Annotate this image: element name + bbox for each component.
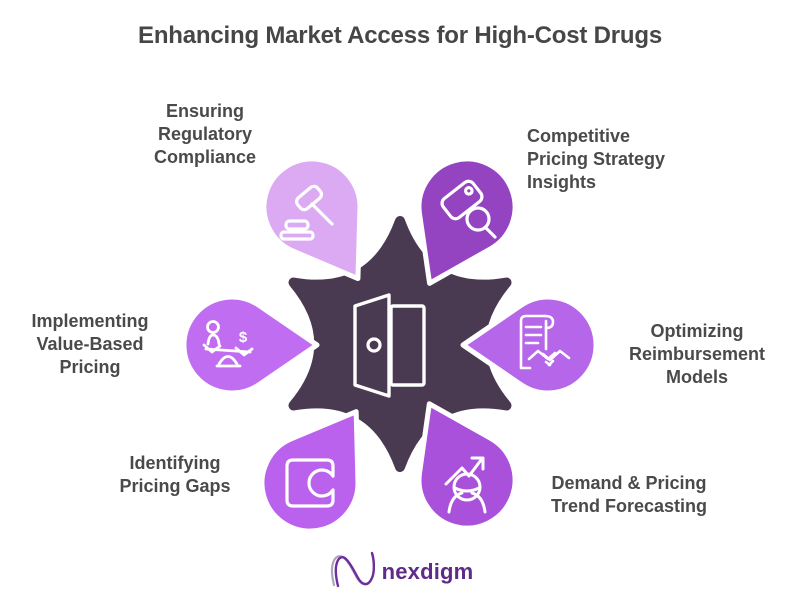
gap-block-icon	[285, 458, 335, 508]
dollar-symbol: $	[239, 329, 248, 346]
gavel-icon	[279, 184, 334, 241]
label-value-based-pricing: Implementing Value-Based Pricing	[31, 311, 149, 377]
node-pin-trend-forecasting	[416, 401, 518, 531]
person-trend-arrow-icon	[444, 456, 487, 514]
open-door-icon	[353, 293, 426, 398]
label-competitive-pricing: Competitive Pricing Strategy Insights	[527, 126, 666, 192]
person-dollar-scale-icon: $	[202, 320, 254, 368]
nexdigm-logo-icon	[330, 551, 375, 588]
node-pin-value-based-pricing	[181, 294, 320, 396]
label-regulatory-compliance: Ensuring Regulatory Compliance	[153, 101, 257, 167]
label-reimbursement-models: Optimizing Reimbursement Models	[628, 321, 766, 387]
node-pin-reimbursement-models	[460, 294, 599, 396]
price-tag-magnifier-icon	[440, 179, 497, 239]
page-title: Enhancing Market Access for High-Cost Dr…	[138, 22, 662, 49]
center-hexagon-shape	[288, 216, 512, 472]
node-pin-regulatory-compliance	[261, 156, 363, 282]
label-trend-forecasting: Demand & Pricing Trend Forecasting	[550, 473, 708, 516]
nexdigm-logo-text: nexdigm	[381, 559, 474, 584]
label-pricing-gaps: Identifying Pricing Gaps	[119, 453, 231, 496]
contract-handshake-icon	[519, 314, 571, 370]
nexdigm-logo: nexdigm	[0, 548, 800, 590]
